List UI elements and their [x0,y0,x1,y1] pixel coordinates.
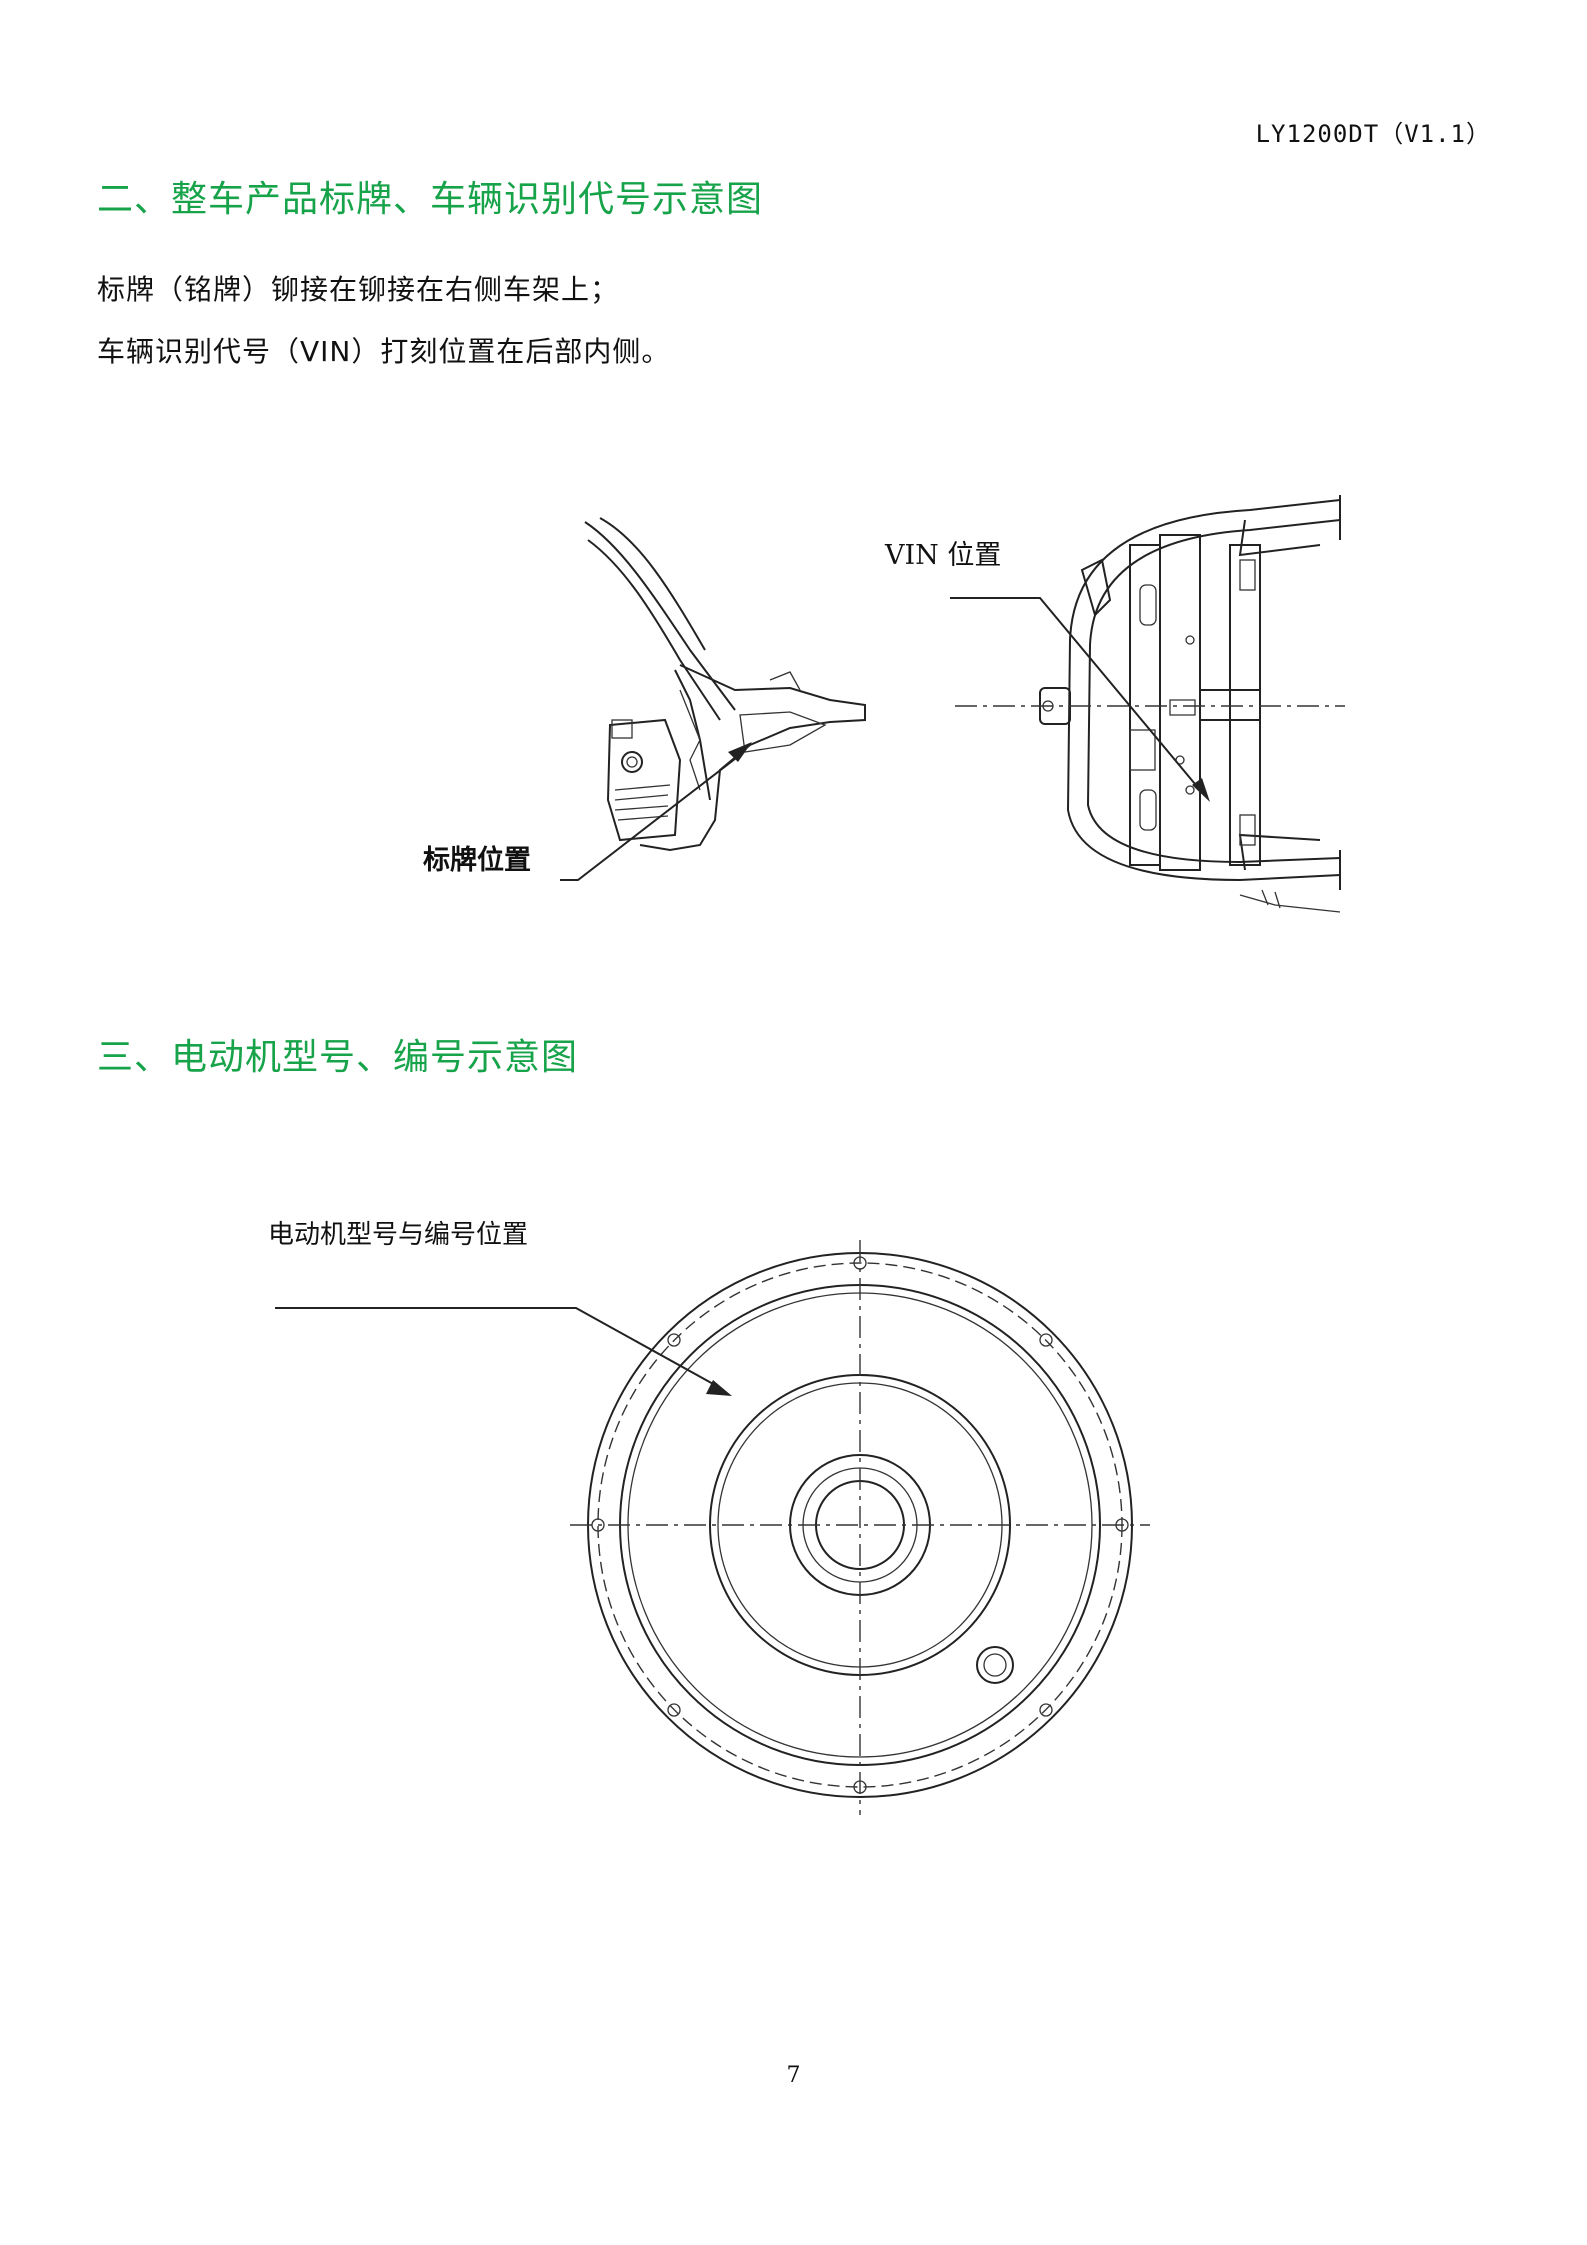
section-heading-nameplate-vin: 二、整车产品标牌、车辆识别代号示意图 [97,179,764,220]
page-number: 7 [786,2063,801,2088]
document-code: LY1200DT（V1.1） [1255,120,1491,148]
nameplate-description: 标牌（铭牌）铆接在铆接在右侧车架上； [97,273,620,306]
motor-label: 电动机型号与编号位置 [268,1220,529,1250]
vin-location-label: VIN 位置 [885,540,1002,571]
vin-description: 车辆识别代号（VIN）打刻位置在后部内侧。 [97,335,671,368]
section-heading-motor: 三、电动机型号、编号示意图 [97,1037,579,1078]
nameplate-location-label: 标牌位置 [423,845,531,876]
